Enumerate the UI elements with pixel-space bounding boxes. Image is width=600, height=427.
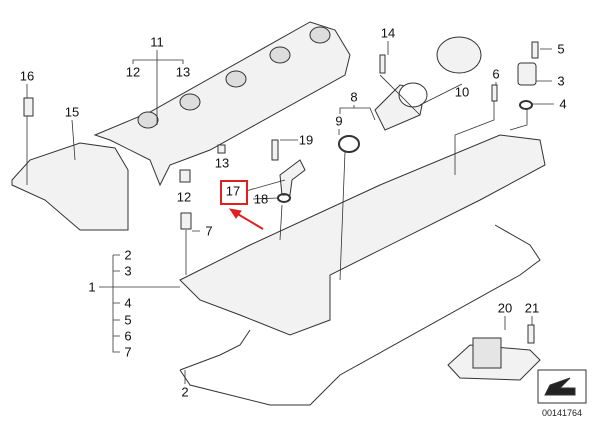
callout-12[interactable]: 12: [125, 64, 141, 80]
callout-16[interactable]: 16: [19, 68, 35, 84]
callout-3[interactable]: 3: [124, 263, 132, 279]
callout-13[interactable]: 13: [214, 155, 230, 171]
callout-18[interactable]: 18: [253, 191, 269, 207]
highlight-box: [220, 180, 248, 205]
callout-6[interactable]: 6: [124, 328, 132, 344]
gasket-part: [179, 224, 541, 406]
callout-8[interactable]: 8: [350, 89, 358, 105]
callout-10[interactable]: 10: [454, 84, 470, 100]
valve-cover-part: [179, 134, 546, 336]
callout-19[interactable]: 19: [298, 132, 314, 148]
callout-5[interactable]: 5: [124, 312, 132, 328]
diagram-number: 00141764: [541, 408, 583, 418]
callout-13[interactable]: 13: [175, 64, 191, 80]
callout-11[interactable]: 11: [150, 34, 164, 50]
camshaft-sensor-part: [279, 159, 306, 196]
callout-2[interactable]: 2: [124, 247, 132, 263]
callout-5[interactable]: 5: [557, 41, 565, 57]
side-cover-part: [11, 142, 129, 231]
callout-14[interactable]: 14: [380, 25, 396, 41]
callout-7[interactable]: 7: [205, 223, 213, 239]
callout-7[interactable]: 7: [124, 344, 132, 360]
seal-ring-part: [338, 135, 360, 153]
callout-9[interactable]: 9: [335, 113, 343, 129]
callout-21[interactable]: 21: [524, 300, 540, 316]
callout-1[interactable]: 1: [88, 279, 96, 295]
callout-17[interactable]: 17: [225, 183, 241, 199]
oil-cap-part: [436, 36, 482, 74]
callout-12[interactable]: 12: [176, 189, 192, 205]
leader-lines: [26, 41, 554, 384]
callout-4[interactable]: 4: [559, 96, 567, 112]
callout-2[interactable]: 2: [181, 384, 189, 400]
highlight-arrow: [228, 208, 264, 230]
callout-3[interactable]: 3: [557, 73, 565, 89]
callout-4[interactable]: 4: [124, 295, 132, 311]
engine-cover-part: [93, 21, 351, 187]
sensor-part: [517, 62, 537, 86]
callout-6[interactable]: 6: [492, 66, 500, 82]
callout-15[interactable]: 15: [64, 104, 80, 120]
callout-20[interactable]: 20: [497, 300, 513, 316]
